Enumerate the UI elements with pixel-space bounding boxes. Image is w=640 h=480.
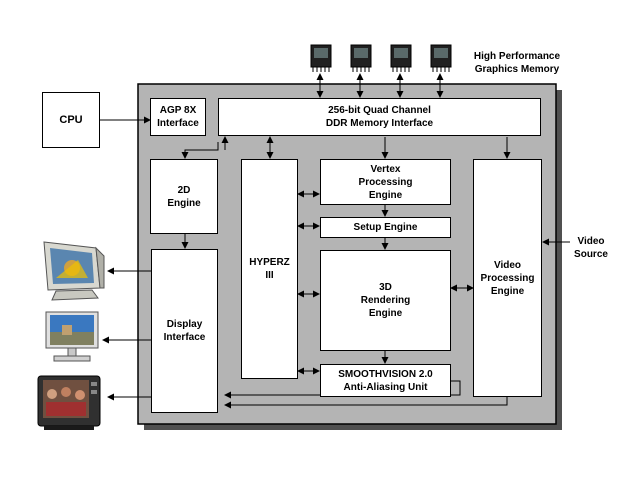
memory-chip-icon [430,44,452,72]
lcd-monitor-icon [45,311,99,362]
smoothvision-block: SMOOTHVISION 2.0 Anti-Aliasing Unit [320,364,451,397]
video-source-label: Video Source [574,236,608,260]
setup-engine-block: Setup Engine [320,217,451,238]
hyperz-block: HYPERZ III [241,159,298,379]
ddr-memory-interface-block: 256-bit Quad Channel DDR Memory Interfac… [218,98,541,136]
memory-chip-icon [350,44,372,72]
television-icon [37,375,101,430]
cpu-box: CPU [42,92,100,148]
engine-2d-block: 2D Engine [150,159,218,234]
display-interface-block: Display Interface [151,249,218,413]
memory-chip-icon [310,44,332,72]
video-processing-block: Video Processing Engine [473,159,542,397]
memory-chip-icon [390,44,412,72]
rendering-3d-block: 3D Rendering Engine [320,250,451,351]
crt-monitor-icon [43,241,105,301]
agp-interface-block: AGP 8X Interface [150,98,206,136]
memory-label: High Performance Graphics Memory [473,51,561,75]
vertex-processing-block: Vertex Processing Engine [320,159,451,205]
